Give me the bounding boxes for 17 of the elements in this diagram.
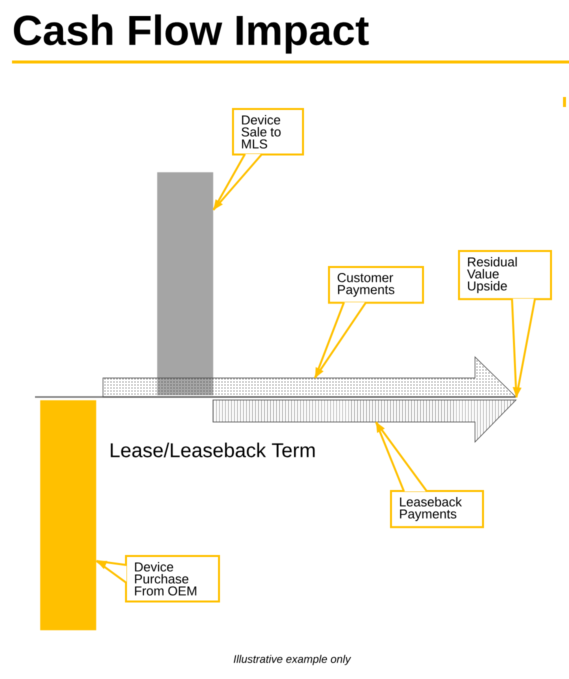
- title: Cash Flow Impact: [14, 14, 369, 54]
- callout-tail: [95, 560, 128, 584]
- dotted-band: [102, 356, 517, 398]
- callout-box: Customer Payments: [328, 266, 424, 304]
- term-label: Lease/Leaseback Term: [110, 442, 315, 458]
- callout-tail: [375, 421, 428, 492]
- callout-tail: [511, 298, 536, 398]
- bar: [40, 400, 96, 630]
- callout-tail: [314, 301, 367, 379]
- callout-box: Device Purchase From OEM: [125, 555, 220, 603]
- striped-band: [212, 400, 517, 443]
- callout-tail: [212, 153, 263, 211]
- bar: [157, 172, 214, 396]
- callout-box: Leaseback Payments: [390, 490, 484, 528]
- footnote: Illustrative example only: [234, 654, 352, 666]
- callout-box: Device Sale to MLS: [232, 108, 304, 156]
- callout-box: Residual Value Upside: [458, 250, 552, 300]
